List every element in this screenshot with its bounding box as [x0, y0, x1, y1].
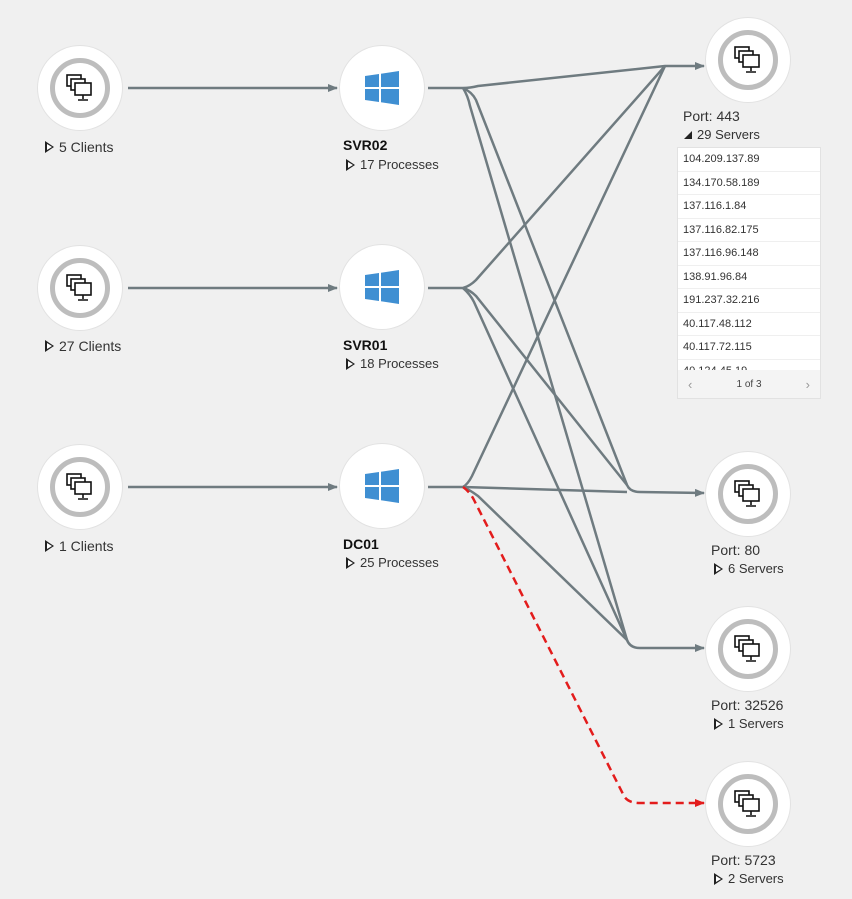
machine-processes[interactable]: 18 Processes [346, 356, 439, 371]
link-svr01-port443 [428, 65, 666, 290]
monitor-group-icon [50, 58, 110, 118]
machine-node-svr02[interactable] [340, 46, 424, 130]
client-count-text: 1 Clients [59, 538, 114, 554]
server-count-text: 6 Servers [728, 561, 784, 576]
server-ip-row[interactable]: 40.117.72.115 [678, 336, 820, 360]
triangle-right-icon[interactable] [45, 141, 54, 153]
server-ip-row[interactable]: 104.209.137.89 [678, 148, 820, 172]
server-count-text: 1 Servers [728, 716, 784, 731]
machine-name[interactable]: SVR01 [343, 337, 388, 353]
machine-name[interactable]: DC01 [343, 536, 379, 552]
machine-processes[interactable]: 17 Processes [346, 157, 439, 172]
triangle-right-icon[interactable] [346, 158, 355, 171]
pager: ‹ 1 of 3 › [678, 370, 820, 398]
server-ip-row[interactable]: 40.117.48.112 [678, 313, 820, 336]
machine-node-dc01[interactable] [340, 444, 424, 528]
triangle-right-icon[interactable] [714, 717, 723, 730]
link-svr01-port32526 [462, 287, 629, 641]
server-count-text: 29 Servers [697, 127, 760, 142]
monitor-group-icon [718, 464, 778, 524]
port-servers-toggle[interactable]: 29 Servers [684, 127, 760, 142]
link-svr01-port80 [462, 286, 628, 486]
monitor-group-icon [50, 457, 110, 517]
triangle-down-icon[interactable] [684, 130, 692, 139]
triangle-right-icon[interactable] [45, 340, 54, 352]
port-node-32526[interactable] [706, 607, 790, 691]
machine-node-svr01[interactable] [340, 245, 424, 329]
process-count-text: 17 Processes [360, 157, 439, 172]
monitor-group-icon [718, 30, 778, 90]
server-ip-row[interactable]: 134.170.58.189 [678, 172, 820, 195]
pager-prev-button[interactable]: ‹ [688, 376, 693, 392]
process-count-text: 18 Processes [360, 356, 439, 371]
windows-logo-icon [365, 71, 399, 105]
triangle-right-icon[interactable] [346, 556, 355, 569]
pager-next-button[interactable]: › [805, 376, 810, 392]
client-group-label-3[interactable]: 1 Clients [45, 538, 113, 554]
server-ip-row[interactable]: 191.237.32.216 [678, 289, 820, 313]
link-dc01-port32526 [462, 485, 628, 641]
port-node-80[interactable] [706, 452, 790, 536]
machine-processes[interactable]: 25 Processes [346, 555, 439, 570]
monitor-group-icon [718, 774, 778, 834]
server-ip-row[interactable]: 137.116.82.175 [678, 219, 820, 242]
port-node-443[interactable] [706, 18, 790, 102]
pager-text: 1 of 3 [736, 378, 762, 390]
client-group-label-2[interactable]: 27 Clients [45, 338, 121, 354]
client-group-node-3[interactable] [38, 445, 122, 529]
link-dc01-port80 [462, 485, 628, 494]
windows-logo-icon [365, 270, 399, 304]
link-dc01-port5723-failed [462, 485, 705, 807]
server-ip-row[interactable]: 138.91.96.84 [678, 266, 820, 289]
server-ip-row[interactable]: 137.116.96.148 [678, 242, 820, 266]
machine-name[interactable]: SVR02 [343, 137, 388, 153]
link-svr02-port32526 [461, 87, 705, 652]
triangle-right-icon[interactable] [714, 872, 723, 885]
port-name[interactable]: Port: 32526 [711, 697, 784, 713]
client-count-text: 5 Clients [59, 139, 114, 155]
monitor-group-icon [718, 619, 778, 679]
client-group-node-2[interactable] [38, 246, 122, 330]
windows-logo-icon [365, 469, 399, 503]
client-group-node-1[interactable] [38, 46, 122, 130]
triangle-right-icon[interactable] [346, 357, 355, 370]
port-servers-toggle[interactable]: 1 Servers [714, 716, 784, 731]
port-node-5723[interactable] [706, 762, 790, 846]
process-count-text: 25 Processes [360, 555, 439, 570]
port-servers-toggle[interactable]: 2 Servers [714, 871, 784, 886]
port-servers-toggle[interactable]: 6 Servers [714, 561, 784, 576]
client-group-label-1[interactable]: 5 Clients [45, 139, 113, 155]
port-name[interactable]: Port: 5723 [711, 852, 776, 868]
port-name[interactable]: Port: 80 [711, 542, 761, 558]
client-count-text: 27 Clients [59, 338, 122, 354]
triangle-right-icon[interactable] [714, 562, 723, 575]
server-ip-row[interactable]: 137.116.1.84 [678, 195, 820, 219]
triangle-right-icon[interactable] [45, 540, 54, 552]
server-count-text: 2 Servers [728, 871, 784, 886]
port-name[interactable]: Port: 443 [683, 108, 740, 124]
monitor-group-icon [50, 258, 110, 318]
